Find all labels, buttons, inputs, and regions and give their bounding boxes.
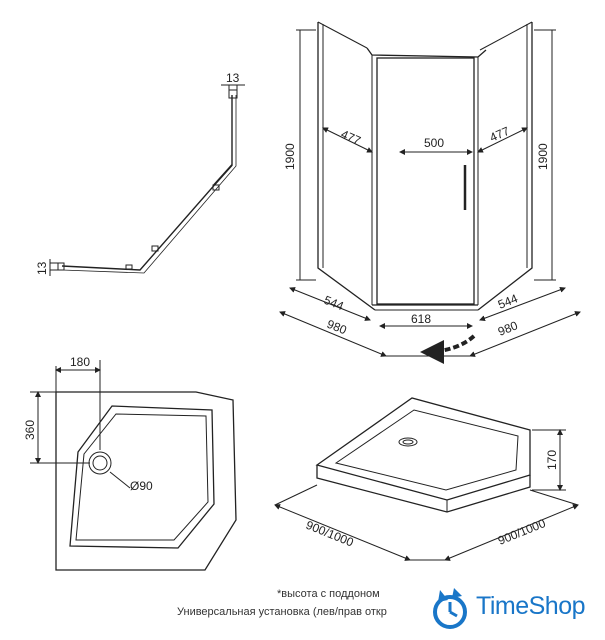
timeshop-logo: TimeShop [422, 580, 605, 636]
cabin-depth-left: 980 [325, 317, 349, 338]
tray-height: 170 [545, 450, 559, 470]
cabin-height-left: 1900 [283, 143, 297, 170]
cabin-elevation [279, 21, 581, 364]
cabin-panel-right: 477 [488, 124, 512, 145]
tray-plan [30, 360, 237, 571]
cabin-front: 618 [411, 312, 431, 326]
tray-size-right: 900/1000 [496, 516, 548, 548]
clock-icon [433, 588, 467, 629]
tray-drain-y: 360 [23, 420, 37, 440]
tray-isometric [274, 397, 579, 561]
tray-drain-x: 180 [70, 355, 90, 369]
cabin-depth-right: 980 [496, 318, 520, 339]
cabin-base-right: 544 [496, 291, 520, 312]
cabin-panel-left: 477 [339, 127, 363, 148]
cabin-door-width: 500 [424, 136, 444, 150]
cabin-height-right: 1900 [536, 143, 550, 170]
note-height-with-tray: *высота с поддоном [277, 588, 380, 600]
tray-size-left: 900/1000 [304, 518, 356, 550]
profile-section [49, 84, 245, 276]
brand-name: TimeShop [476, 592, 586, 620]
cabin-base-left: 544 [322, 293, 346, 314]
tray-drain-diameter: Ø90 [130, 479, 153, 493]
note-universal-installation: Универсальная установка (лев/прав откр [177, 606, 387, 618]
profile-dim-top: 13 [226, 71, 240, 85]
profile-dim-bottom: 13 [35, 261, 49, 275]
